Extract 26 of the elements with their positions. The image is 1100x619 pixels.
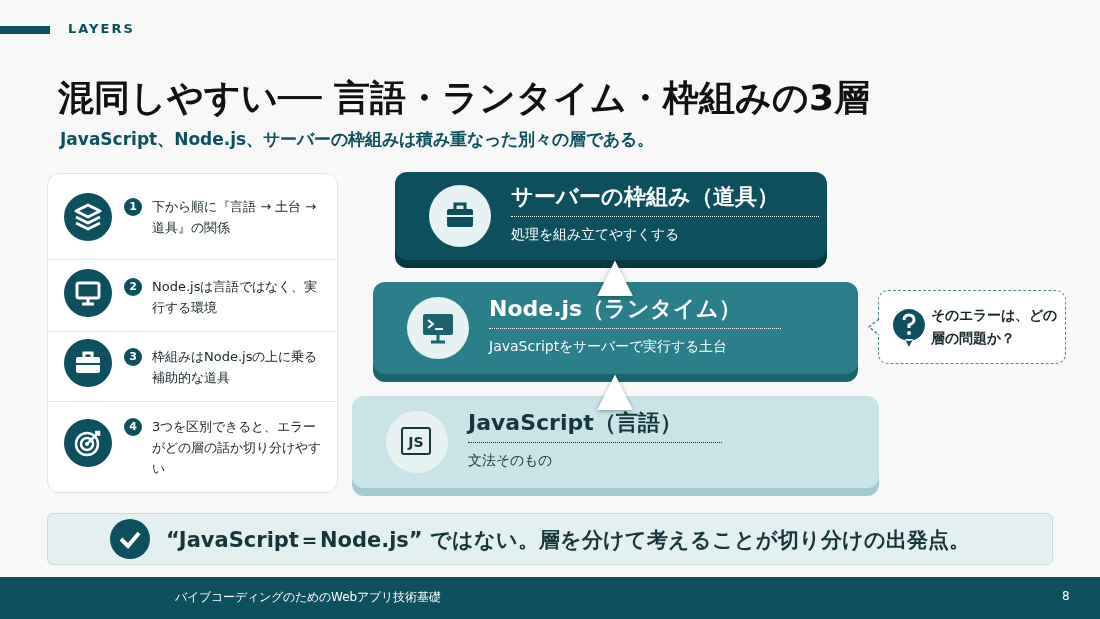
layer-description: 文法そのもの	[468, 452, 552, 470]
layer-title: サーバーの枠組み（道具）	[511, 182, 819, 217]
item-text: Node.jsは言語ではなく、実行する環境	[152, 278, 319, 317]
conclusion-banner	[47, 513, 1053, 565]
slide-title: 混同しやすい── 言語・ランタイム・枠組みの3層	[58, 76, 870, 120]
step-number: 3	[124, 348, 142, 366]
icon-text: JS	[401, 427, 431, 455]
layer-title: JavaScript（言語）	[468, 408, 722, 443]
page-number: 8	[1062, 589, 1070, 603]
arrow	[597, 260, 633, 297]
step-number: 2	[124, 278, 142, 296]
subtitle: JavaScript、Node.js、サーバーの枠組みは積み重なった別々の層である。	[60, 128, 655, 151]
item-text: 下から順に『言語 → 土台 → 道具』の関係	[152, 198, 318, 237]
section-label: LAYERS	[68, 21, 135, 36]
item-text: 枠組みはNode.jsの上に乗る補助的な道具	[152, 348, 319, 387]
step-number: 1	[124, 198, 142, 216]
layer-description: 処理を組み立てやすくする	[511, 226, 679, 244]
layer-title: Node.js（ランタイム）	[489, 294, 782, 329]
panel-card	[47, 173, 338, 493]
conclusion-text: “JavaScript＝Node.js” ではない。層を分けて考えることが切り分けの出発点。	[166, 527, 970, 554]
layer-description: JavaScriptをサーバーで実行する土台	[489, 338, 728, 356]
arrow	[597, 374, 633, 411]
item-text: 3つを区別できると、エラーがどの層の話か切り分けやすい	[152, 418, 322, 478]
footer-text: バイブコーディングのためのWebアプリ技術基礎	[175, 589, 442, 606]
step-number: 4	[124, 418, 142, 436]
question-text: そのエラーは、どの層の問題か？	[931, 306, 1058, 348]
